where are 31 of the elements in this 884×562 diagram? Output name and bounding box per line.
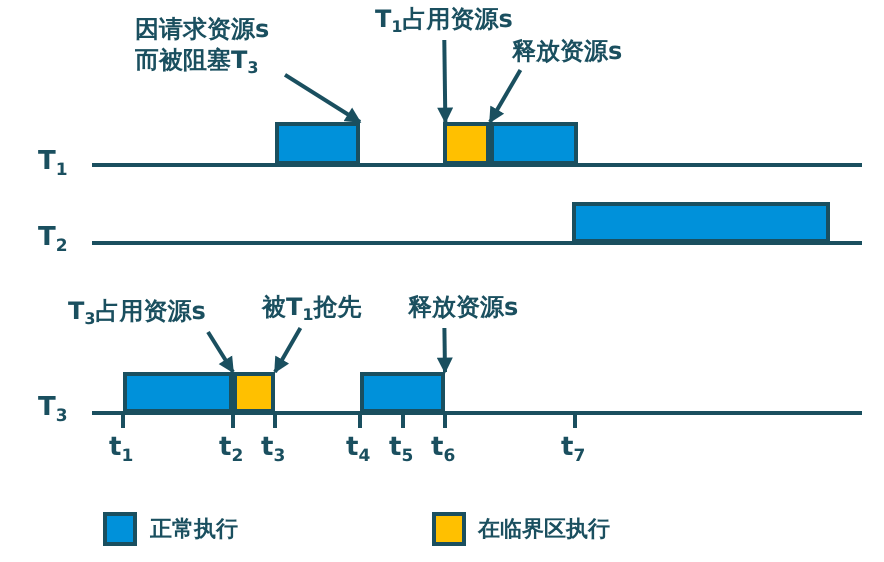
legend-text: 正常执行 [150,516,238,544]
execution-block [572,202,830,243]
time-label: t$_{5}$ [389,432,414,462]
row-label: T$_{3}$ [38,392,68,422]
annotation-text: T$_{1}$占用资源s [375,4,540,35]
time-label: t$_{7}$ [561,432,586,462]
execution-block [490,122,578,165]
time-label: t$_{3}$ [261,432,286,462]
arrow [206,330,235,374]
arrow [273,327,302,374]
execution-block [233,372,275,413]
annotation-text: T$_{3}$占用资源s [68,296,243,327]
row-label: T$_{1}$ [38,146,68,176]
arrow [284,73,362,124]
annotation-text: 释放资源s [408,292,548,323]
annotation-text: 释放资源s [512,36,652,67]
legend-text: 在临界区执行 [478,516,610,544]
time-label: t$_{1}$ [109,432,134,462]
execution-block [123,372,233,413]
row-label: T$_{2}$ [38,222,68,252]
time-label: t$_{4}$ [346,432,370,462]
time-label: t$_{6}$ [431,432,456,462]
annotation-text: 被T$_{1}$抢先 [262,292,390,323]
annotation-text: 因请求资源s而被阻塞T$_{3}$ [135,14,285,76]
execution-block [275,122,360,165]
execution-block [360,372,445,413]
time-label: t$_{2}$ [219,432,244,462]
arrow [437,40,454,124]
arrow [488,69,522,124]
execution-block [443,122,490,165]
arrow [436,328,453,374]
